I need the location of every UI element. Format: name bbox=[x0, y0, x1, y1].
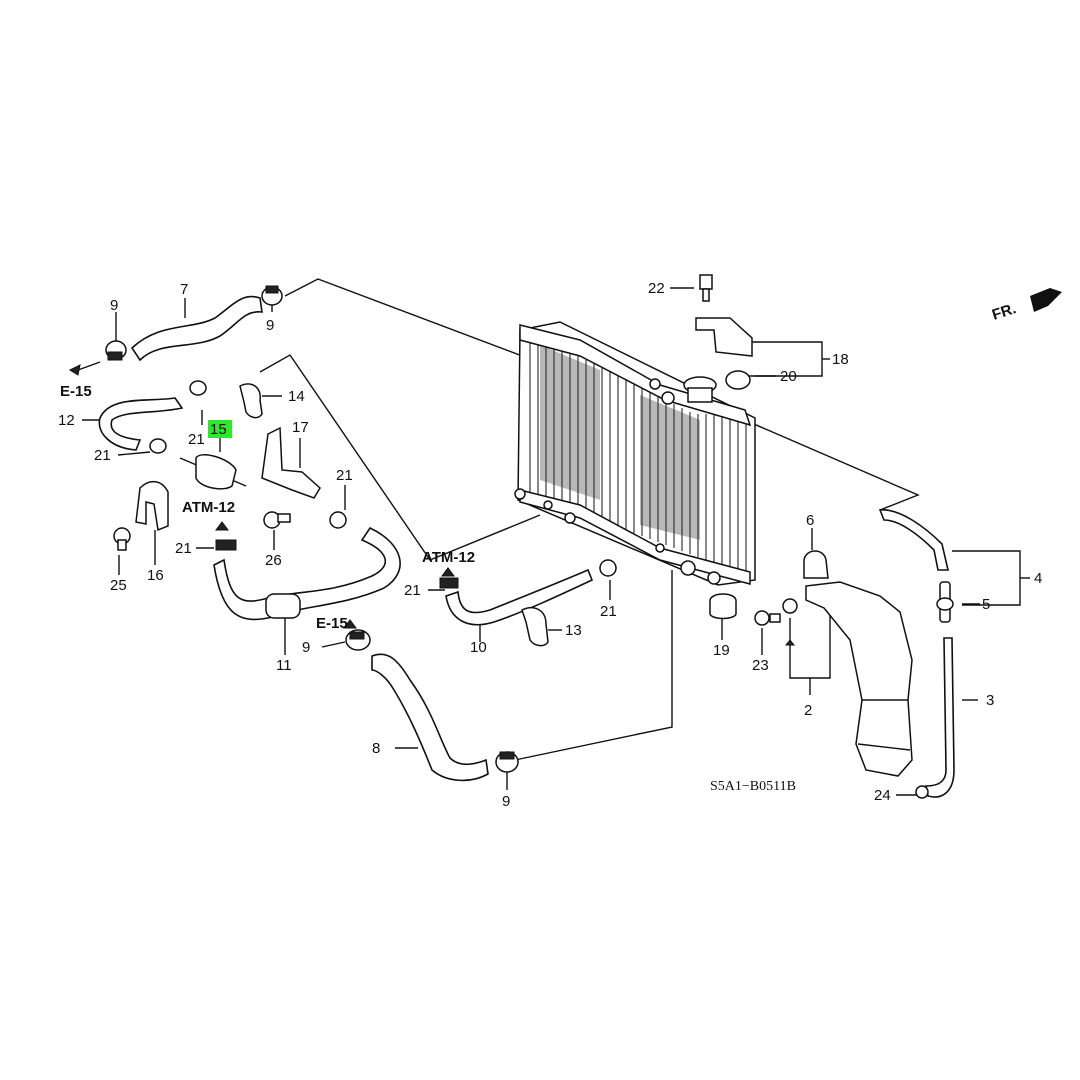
bracket-13 bbox=[521, 606, 549, 647]
callout-5: 5 bbox=[982, 596, 990, 613]
callout-24: 24 bbox=[874, 787, 891, 804]
callout-9: 9 bbox=[502, 793, 510, 810]
hose-10 bbox=[445, 568, 594, 626]
bracket-16 bbox=[135, 480, 169, 532]
callout-21: 21 bbox=[188, 431, 205, 448]
hose-clamp bbox=[105, 340, 127, 361]
hose-clamp bbox=[329, 511, 347, 529]
callout-10: 10 bbox=[470, 639, 487, 656]
hose-clamp bbox=[215, 539, 237, 551]
bolt-23 bbox=[754, 598, 798, 626]
callout-19: 19 bbox=[713, 642, 730, 659]
ref-e15-mid: E-15 bbox=[316, 615, 348, 632]
diagram-code: S5A1−B0511B bbox=[710, 779, 796, 794]
reserve-cap-6 bbox=[803, 550, 829, 579]
callout-16: 16 bbox=[147, 567, 164, 584]
callout-21: 21 bbox=[600, 603, 617, 620]
lower-radiator-hose bbox=[371, 653, 489, 782]
callout-25: 25 bbox=[110, 577, 127, 594]
hose-clamp bbox=[915, 785, 929, 799]
callout-13: 13 bbox=[565, 622, 582, 639]
arrow-icon bbox=[784, 639, 796, 646]
filter-part-15 bbox=[179, 454, 247, 490]
callout-21: 21 bbox=[175, 540, 192, 557]
ref-atm12-left: ATM-12 bbox=[182, 499, 235, 516]
bolt-25 bbox=[113, 527, 131, 551]
hose-clamp bbox=[345, 629, 371, 651]
reserve-tank bbox=[805, 581, 913, 777]
hose-12 bbox=[98, 397, 184, 451]
callout-7: 7 bbox=[180, 281, 188, 298]
callout-22: 22 bbox=[648, 280, 665, 297]
ref-atm12-mid: ATM-12 bbox=[422, 549, 475, 566]
front-direction-indicator: FR. bbox=[990, 288, 1062, 324]
leader-lines bbox=[82, 278, 1030, 796]
hose-clamp bbox=[189, 380, 207, 396]
hose-clamp bbox=[599, 559, 617, 577]
arrow-icon bbox=[441, 567, 455, 577]
bolt-22 bbox=[699, 274, 713, 302]
callout-14: 14 bbox=[288, 388, 305, 405]
bracket-18 bbox=[695, 317, 753, 357]
callout-23: 23 bbox=[752, 657, 769, 674]
hose-clamp bbox=[439, 577, 459, 589]
callout-11: 11 bbox=[276, 657, 292, 674]
bolt-26 bbox=[263, 511, 291, 529]
hose-3 bbox=[925, 637, 955, 798]
callout-21: 21 bbox=[94, 447, 111, 464]
overflow-hose-4 bbox=[878, 509, 950, 571]
callout-21: 21 bbox=[336, 467, 353, 484]
arrow-icon bbox=[343, 619, 357, 629]
callout-9: 9 bbox=[302, 639, 310, 656]
callout-26: 26 bbox=[265, 552, 282, 569]
ref-e15-top: E-15 bbox=[60, 383, 92, 400]
grommet-19 bbox=[709, 593, 737, 620]
hose-clamp bbox=[495, 751, 519, 773]
callout-2: 2 bbox=[804, 702, 812, 719]
hose-clamp bbox=[149, 438, 167, 454]
callout-21: 21 bbox=[404, 582, 421, 599]
callout-12: 12 bbox=[58, 412, 75, 429]
front-label: FR. bbox=[990, 300, 1018, 324]
callout-8: 8 bbox=[372, 740, 380, 757]
radiator-core bbox=[529, 338, 747, 575]
hose-clamp bbox=[261, 285, 283, 306]
arrow-icon bbox=[215, 521, 229, 531]
callout-3: 3 bbox=[986, 692, 994, 709]
upper-radiator-hose bbox=[130, 295, 263, 362]
callout-20: 20 bbox=[780, 368, 797, 385]
radiator bbox=[514, 321, 756, 586]
callout-4: 4 bbox=[1034, 570, 1042, 587]
bracket-14 bbox=[239, 383, 263, 419]
callout-9: 9 bbox=[110, 297, 118, 314]
callout-18: 18 bbox=[832, 351, 849, 368]
hose-joint-5 bbox=[936, 581, 954, 623]
highlight-box bbox=[208, 420, 232, 438]
callout-9: 9 bbox=[266, 317, 274, 334]
hose-11 bbox=[213, 526, 401, 621]
bracket-17 bbox=[261, 426, 321, 499]
callout-15-highlighted: 15 bbox=[210, 421, 227, 438]
callout-6: 6 bbox=[806, 512, 814, 529]
nut-20 bbox=[725, 370, 751, 390]
callout-17: 17 bbox=[292, 419, 309, 436]
